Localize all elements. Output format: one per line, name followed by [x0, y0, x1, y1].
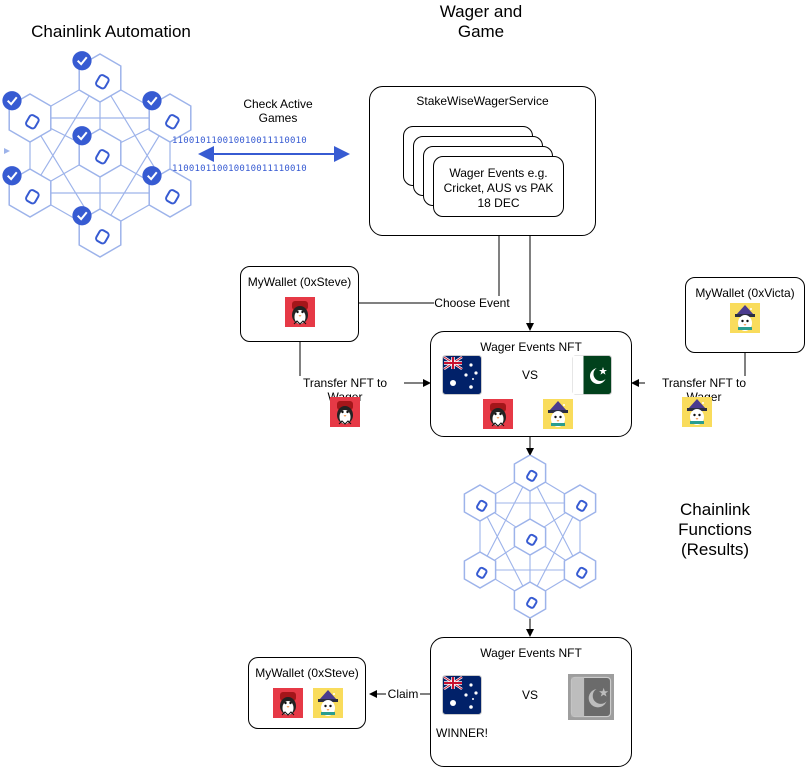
chainlink-logo-icon	[165, 114, 180, 130]
functions-node-3	[563, 484, 597, 522]
penguin-red-avatar-icon	[483, 399, 513, 429]
automation-node-5	[2, 166, 52, 218]
nft-bottom-title: Wager Events NFT	[480, 646, 582, 660]
wallet-steve-label: MyWallet (0xSteve)	[247, 275, 352, 289]
functions-node-6	[563, 551, 597, 589]
automation-node-6	[142, 166, 192, 218]
chainlink-logo-icon	[95, 74, 110, 90]
wallet-victa-label: MyWallet (0xVicta)	[695, 286, 795, 300]
automation-node-1	[72, 51, 122, 103]
penguin-wizard-avatar-icon	[543, 399, 573, 429]
nft-bottom-vs: VS	[522, 688, 539, 702]
functions-node-2	[463, 484, 497, 522]
automation-node-7	[72, 206, 122, 258]
chainlink-logo-icon	[165, 189, 180, 205]
chainlink-logo-icon	[95, 229, 110, 245]
penguin-wizard-avatar-icon	[682, 397, 712, 427]
chainlink-automation-title: Chainlink Automation	[31, 22, 191, 41]
australia-flag-icon	[442, 675, 482, 720]
automation-node-2	[2, 91, 52, 143]
chainlink-logo-icon	[526, 533, 538, 546]
automation-node-4	[72, 126, 122, 178]
functions-node-4	[513, 518, 547, 556]
penguin-red-avatar-icon	[285, 297, 315, 327]
chainlink-logo-icon	[576, 499, 588, 512]
automation-node-3	[142, 91, 192, 143]
pakistan-flag-icon	[568, 674, 614, 725]
penguin-wizard-avatar-icon	[730, 303, 760, 333]
binary-stream-bottom: 110010110010010011110010	[172, 164, 307, 174]
service-title: StakeWiseWagerService	[416, 94, 549, 108]
wager-event-card[interactable]: Wager Events e.g. Cricket, AUS vs PAK 18…	[433, 156, 564, 217]
small-arrow-icon	[4, 148, 10, 154]
chainlink-logo-icon	[25, 189, 40, 205]
check-badge-icon	[2, 166, 22, 186]
chainlink-functions-title: Chainlink Functions (Results)	[678, 500, 752, 559]
check-badge-icon	[72, 51, 92, 71]
winner-label: WINNER!	[436, 726, 488, 740]
check-badge-icon	[72, 126, 92, 146]
chainlink-logo-icon	[526, 596, 538, 609]
chainlink-logo-icon	[476, 499, 488, 512]
penguin-red-avatar-icon	[273, 688, 303, 718]
nft-top-vs: VS	[522, 368, 539, 382]
check-badge-icon	[142, 166, 162, 186]
chainlink-logo-icon	[576, 566, 588, 579]
penguin-red-avatar-icon	[330, 397, 360, 427]
functions-node-1	[513, 455, 547, 492]
penguin-wizard-avatar-icon	[313, 688, 343, 718]
nft-top-title: Wager Events NFT	[480, 340, 582, 354]
functions-node-7	[513, 581, 547, 619]
australia-flag-icon	[442, 355, 482, 400]
wallet-steve-result-label: MyWallet (0xSteve)	[255, 666, 359, 680]
functions-node-5	[463, 551, 497, 589]
pakistan-flag-icon	[572, 355, 612, 400]
chainlink-logo-icon	[476, 566, 488, 579]
chainlink-logo-icon	[526, 469, 538, 482]
wallet-steve-result[interactable]: MyWallet (0xSteve)	[248, 657, 366, 729]
binary-stream-top: 110010110010010011110010	[172, 136, 307, 146]
check-badge-icon	[72, 206, 92, 226]
check-badge-icon	[142, 91, 162, 111]
chainlink-functions-network	[463, 455, 597, 619]
check-badge-icon	[2, 91, 22, 111]
wager-and-game-title: Wager and Game	[439, 2, 523, 41]
chainlink-logo-icon	[25, 114, 40, 130]
chainlink-automation-network	[2, 51, 192, 258]
choose-event-label: Choose Event	[434, 296, 510, 310]
claim-label: Claim	[386, 687, 420, 701]
chainlink-logo-icon	[95, 149, 110, 165]
check-active-games-label: Check Active Games	[243, 97, 313, 125]
